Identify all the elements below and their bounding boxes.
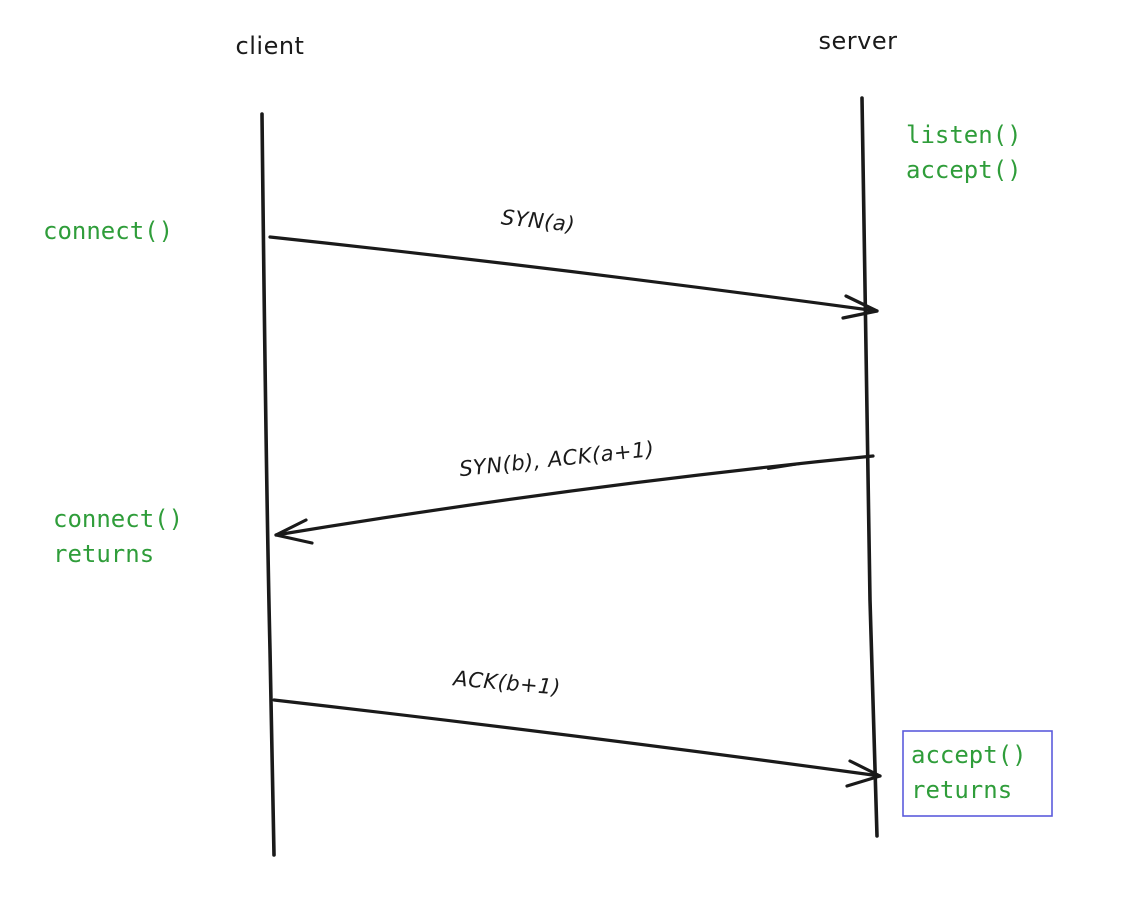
message-1-arrowhead	[841, 294, 879, 320]
client-connect-note: connect()	[43, 217, 173, 245]
message-1-line	[268, 235, 879, 313]
message-3-label: ACK(b+1)	[451, 666, 562, 699]
server-actor-label: server	[819, 27, 898, 55]
message-3-arrowhead	[845, 759, 882, 788]
message-1-label: SYN(a)	[500, 205, 576, 237]
accept-returns-highlight-box	[902, 730, 1053, 817]
server-lifeline	[860, 96, 879, 838]
message-3-line	[272, 698, 882, 778]
client-connect-returns-note-line2: returns	[53, 540, 154, 568]
client-connect-returns-note-line1: connect()	[53, 505, 183, 533]
server-accept-returns-note-line1: accept()	[911, 741, 1027, 769]
server-listen-note: listen()	[906, 121, 1022, 149]
message-2-arrowhead	[274, 518, 314, 545]
server-accept-returns-note-line2: returns	[911, 776, 1012, 804]
message-2-label: SYN(b), ACK(a+1)	[458, 437, 655, 481]
server-accept-note: accept()	[906, 156, 1022, 184]
message-2-sketch-stroke	[767, 463, 801, 470]
client-actor-label: client	[236, 32, 305, 60]
client-lifeline	[260, 112, 276, 857]
